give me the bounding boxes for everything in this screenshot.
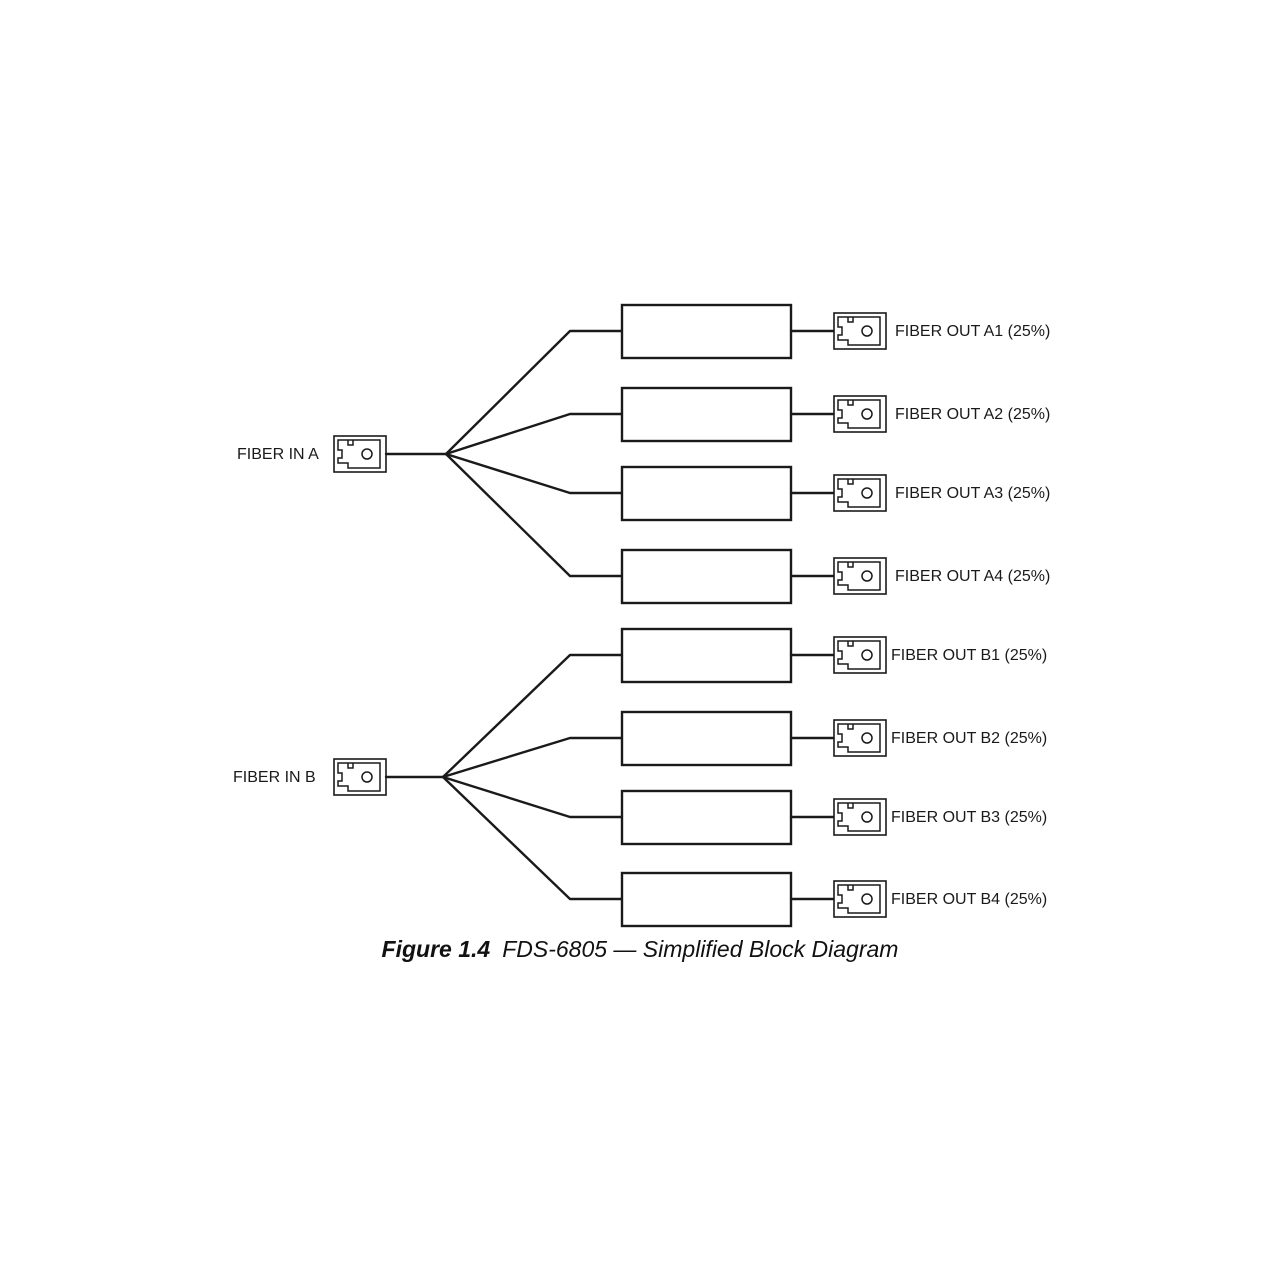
- splitter-block-a1: [620, 303, 793, 360]
- output-label-a1: FIBER OUT A1 (25%): [895, 323, 1050, 340]
- output-label-b4: FIBER OUT B4 (25%): [891, 891, 1047, 908]
- figure-caption: Figure 1.4 FDS-6805 — Simplified Block Di…: [0, 936, 1280, 963]
- figure-number: Figure 1.4: [381, 936, 491, 962]
- input-label-a: FIBER IN A: [237, 446, 319, 463]
- figure-title: FDS-6805 — Simplified Block Diagram: [502, 936, 899, 962]
- branch-wire-a2: [444, 412, 624, 456]
- splitter-block-a2: [620, 386, 793, 443]
- branch-wire-a4: [444, 452, 624, 578]
- fiber-in-a-connector-icon: [333, 435, 387, 473]
- fiber-out-a4-connector-icon: [833, 557, 887, 595]
- branch-wire-b1: [441, 653, 624, 779]
- input-label-b: FIBER IN B: [233, 769, 316, 786]
- fiber-out-b2-connector-icon: [833, 719, 887, 757]
- branch-wire-a3: [444, 452, 624, 495]
- splitter-block-b3: [620, 789, 793, 846]
- branch-wire-a1: [444, 329, 624, 456]
- output-label-a4: FIBER OUT A4 (25%): [895, 568, 1050, 585]
- output-label-b2: FIBER OUT B2 (25%): [891, 730, 1047, 747]
- splitter-block-b4: [620, 871, 793, 928]
- output-label-a3: FIBER OUT A3 (25%): [895, 485, 1050, 502]
- splitter-block-a4: [620, 548, 793, 605]
- output-label-b1: FIBER OUT B1 (25%): [891, 647, 1047, 664]
- splitter-block-b2: [620, 710, 793, 767]
- splitter-block-a3: [620, 465, 793, 522]
- output-label-b3: FIBER OUT B3 (25%): [891, 809, 1047, 826]
- fiber-out-b1-connector-icon: [833, 636, 887, 674]
- fiber-out-b3-connector-icon: [833, 798, 887, 836]
- branch-wire-b2: [441, 736, 624, 779]
- splitter-block-b1: [620, 627, 793, 684]
- fiber-out-a1-connector-icon: [833, 312, 887, 350]
- branch-wire-b4: [441, 775, 624, 901]
- fiber-out-a2-connector-icon: [833, 395, 887, 433]
- fiber-out-b4-connector-icon: [833, 880, 887, 918]
- fiber-out-a3-connector-icon: [833, 474, 887, 512]
- output-label-a2: FIBER OUT A2 (25%): [895, 406, 1050, 423]
- branch-wire-b3: [441, 775, 624, 819]
- fiber-in-b-connector-icon: [333, 758, 387, 796]
